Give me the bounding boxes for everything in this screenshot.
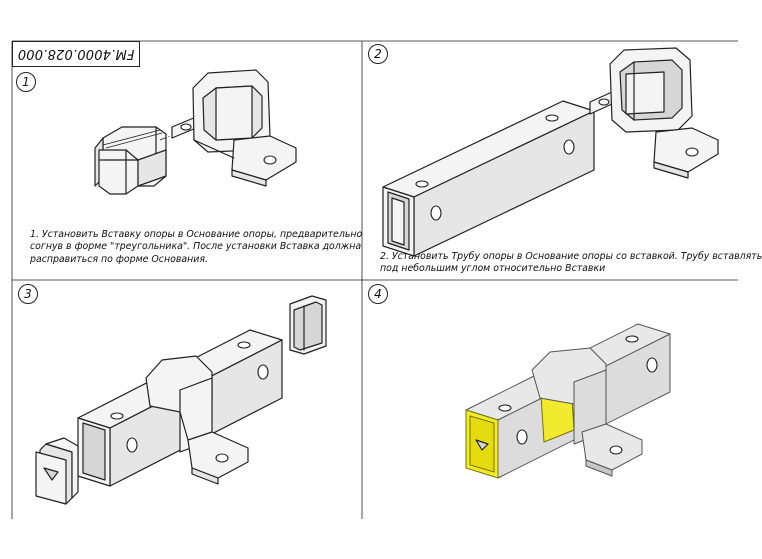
step-number-1: 1 (16, 72, 36, 92)
step-2-caption: 2. Установить Трубу опоры в Основание оп… (380, 251, 762, 276)
support-base (171, 69, 297, 187)
end-cap-right (289, 295, 327, 355)
logo-icon (43, 467, 59, 481)
caption-line: под небольшим углом относительно Вставки (380, 263, 606, 275)
end-cap-left (35, 437, 79, 505)
step-number-3: 3 (18, 284, 38, 304)
assembled-base (531, 347, 643, 477)
step-number-4: 4 (368, 284, 388, 304)
caption-line: согнув в форме "треугольника". После уст… (30, 241, 362, 253)
support-insert (94, 126, 167, 195)
step-number-2: 2 (368, 44, 388, 64)
caption-line: расправиться по форме Основания. (30, 253, 208, 265)
caption-line: 1. Установить Вставку опоры в Основание … (30, 229, 363, 240)
caption-line: 2. Установить Трубу опоры в Основание оп… (380, 251, 762, 262)
logo-icon (475, 439, 489, 451)
support-base-mounted (145, 355, 249, 485)
step-1-caption: 1. Установить Вставку опоры в Основание … (30, 229, 362, 266)
support-tube (382, 100, 595, 257)
support-base-with-insert (589, 47, 719, 179)
